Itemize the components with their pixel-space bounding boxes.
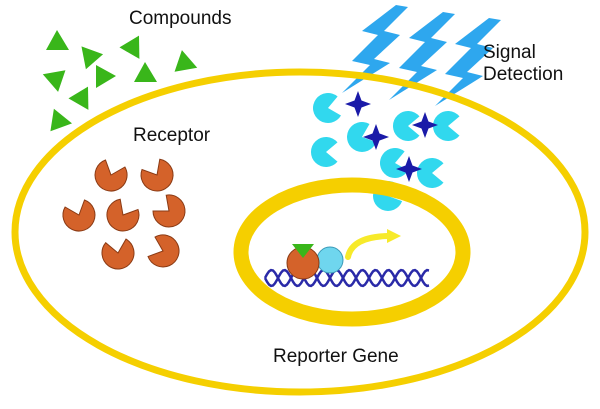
cell-membrane bbox=[11, 68, 589, 396]
receptor-label: Receptor bbox=[133, 125, 211, 146]
compounds-group bbox=[42, 30, 198, 132]
lightning-bolt-icon bbox=[389, 12, 455, 100]
triangle-icon bbox=[50, 108, 73, 132]
four-point-star-icon bbox=[345, 91, 371, 117]
triangle-icon bbox=[68, 86, 89, 110]
pacman-icon bbox=[346, 121, 377, 152]
signal-detection-bolts bbox=[342, 5, 501, 106]
signal-label-line2: Detection bbox=[483, 64, 564, 85]
co-factor-circle-icon bbox=[316, 246, 344, 274]
signal-molecules-group bbox=[310, 91, 460, 211]
pacman-icon bbox=[106, 198, 140, 232]
triangle-icon bbox=[96, 65, 116, 88]
four-point-star-icon bbox=[363, 124, 389, 150]
nucleus-membrane bbox=[233, 177, 471, 327]
pacman-icon bbox=[147, 234, 180, 268]
dna-strand-a bbox=[263, 268, 430, 288]
triangle-icon bbox=[42, 70, 66, 92]
four-point-star-icon bbox=[396, 156, 422, 182]
triangle-icon bbox=[174, 50, 198, 72]
compounds-label: Compounds bbox=[129, 8, 232, 29]
pacman-icon bbox=[432, 111, 460, 141]
pacman-icon bbox=[392, 111, 420, 141]
pacman-icon bbox=[310, 137, 338, 167]
pacman-icon bbox=[101, 238, 135, 270]
bound-compound-triangle-icon bbox=[292, 244, 314, 258]
pacman-icon bbox=[416, 158, 444, 188]
pacman-icon bbox=[62, 199, 96, 232]
triangle-icon bbox=[81, 46, 104, 70]
pacman-icon bbox=[94, 159, 128, 192]
curved-arrow-icon bbox=[345, 233, 391, 260]
reporter-gene-label: Reporter Gene bbox=[273, 346, 399, 367]
pacman-icon bbox=[152, 194, 186, 228]
pacman-icon bbox=[312, 93, 341, 124]
receptors-group bbox=[62, 158, 186, 270]
four-point-star-icon bbox=[412, 112, 438, 138]
pacman-icon bbox=[140, 158, 174, 192]
signal-label-line1: Signal bbox=[483, 42, 536, 63]
pacman-icon bbox=[379, 148, 408, 179]
arrow-head-icon bbox=[387, 229, 401, 243]
lightning-bolt-icon bbox=[435, 18, 501, 106]
triangle-icon bbox=[134, 62, 157, 82]
triangle-icon bbox=[46, 30, 69, 50]
triangle-icon bbox=[119, 35, 140, 59]
bound-receptor-complex bbox=[286, 244, 344, 280]
lightning-bolt-icon bbox=[342, 5, 408, 93]
